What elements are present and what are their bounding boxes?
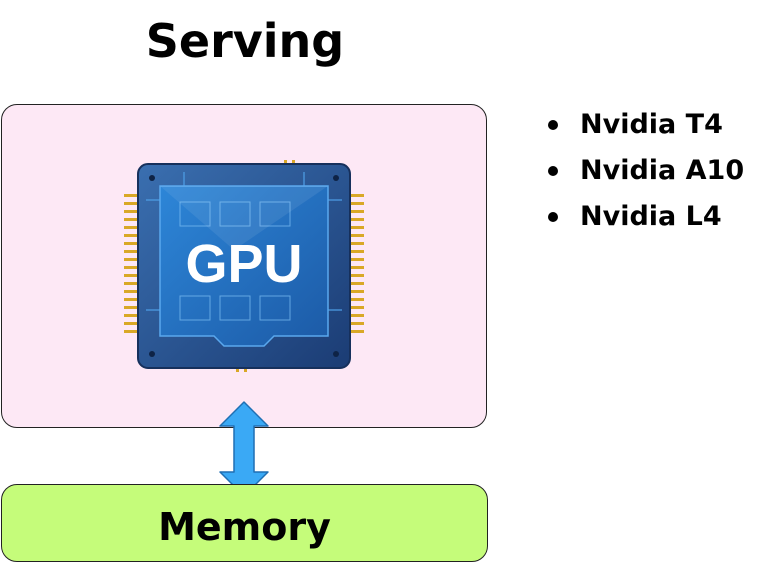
list-item: Nvidia A10 xyxy=(548,148,744,194)
gpu-label: GPU xyxy=(185,234,302,294)
memory-block: Memory xyxy=(1,484,488,562)
gpu-chip-icon: GPU xyxy=(124,160,364,372)
list-item-label: Nvidia T4 xyxy=(580,109,723,140)
memory-label: Memory xyxy=(158,505,331,549)
bullet-icon xyxy=(548,120,558,130)
list-item: Nvidia L4 xyxy=(548,194,744,240)
diagram-title: Serving xyxy=(145,14,345,68)
list-item-label: Nvidia L4 xyxy=(580,201,722,232)
list-item-label: Nvidia A10 xyxy=(580,155,745,186)
gpu-list: Nvidia T4 Nvidia A10 Nvidia L4 xyxy=(548,102,744,240)
bullet-icon xyxy=(548,166,558,176)
list-item: Nvidia T4 xyxy=(548,102,744,148)
bullet-icon xyxy=(548,212,558,222)
